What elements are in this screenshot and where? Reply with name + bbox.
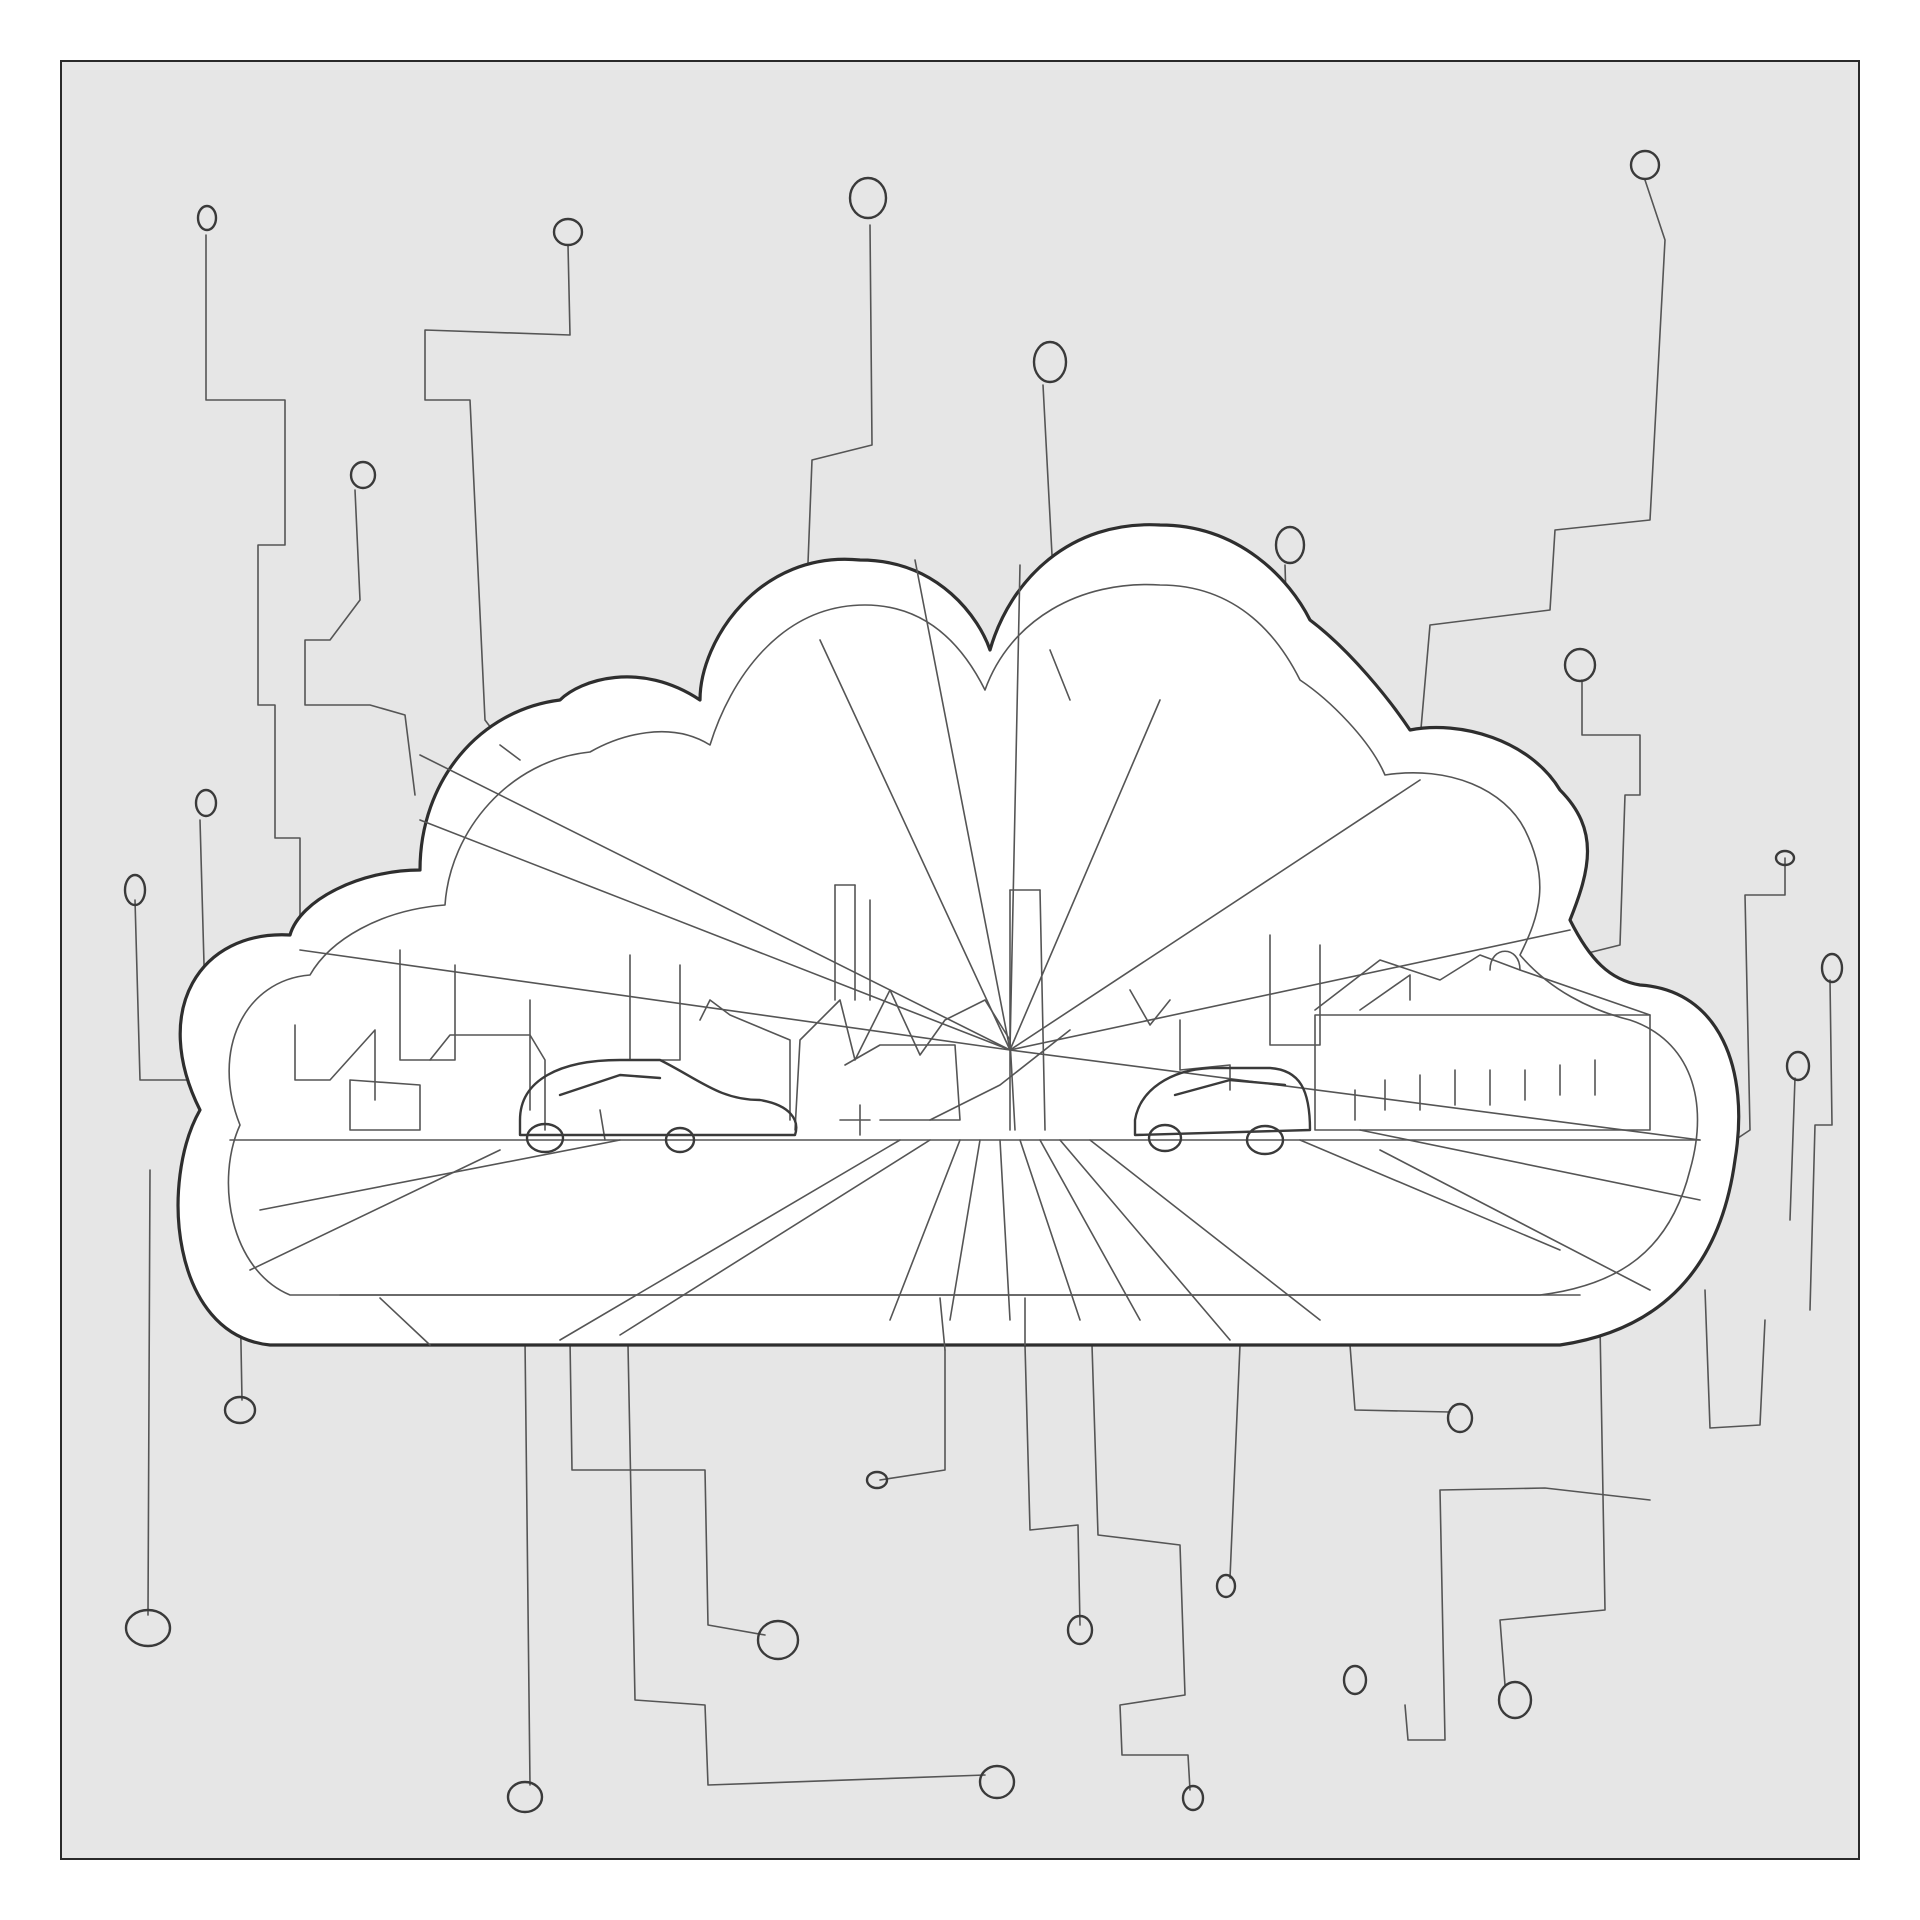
cloud-bottom-traces: [379, 1297, 1026, 1351]
central-factory: [794, 884, 1071, 1136]
right-car[interactable]: [1133, 1066, 1312, 1156]
perspective-rays: [249, 559, 1701, 1341]
cloud-top-rays: [499, 649, 1071, 761]
circuit-nodes: [123, 149, 1844, 1814]
right-buildings: [1129, 934, 1651, 1131]
cloud-outline: [176, 523, 1741, 1347]
left-car[interactable]: [518, 1058, 798, 1154]
city-scene: [229, 559, 1701, 1341]
left-buildings: [294, 949, 791, 1141]
cloud-inner-outline: [227, 583, 1699, 1296]
